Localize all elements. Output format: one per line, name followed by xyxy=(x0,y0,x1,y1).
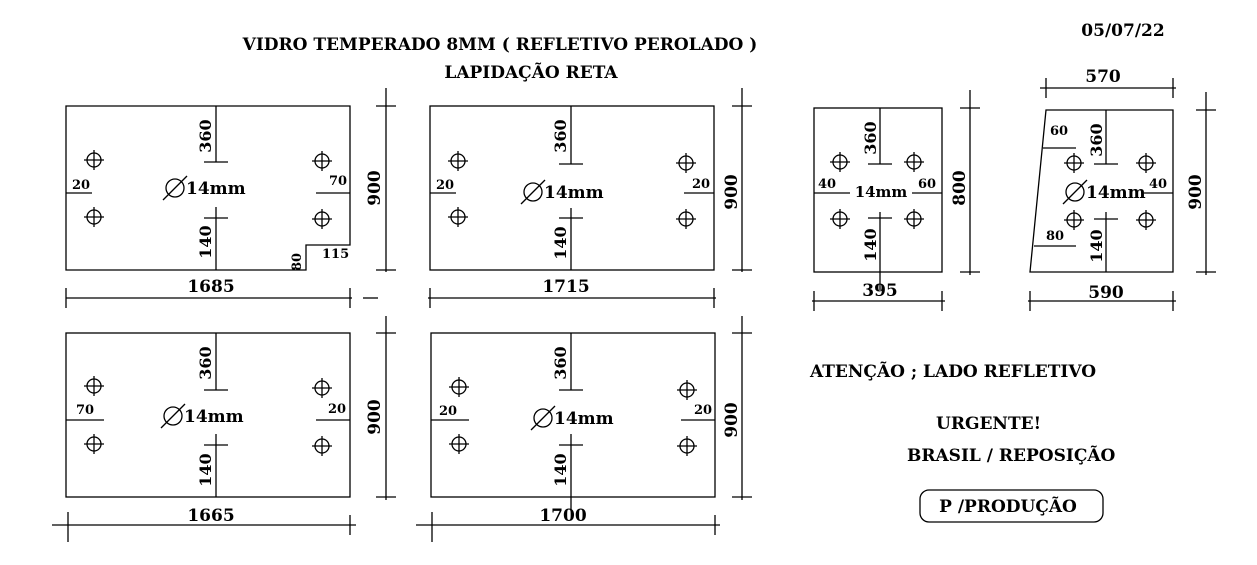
right-offset-label: 20 xyxy=(694,403,712,418)
right-offset-label: 60 xyxy=(918,177,936,192)
notch-width-label: 115 xyxy=(322,247,349,262)
right-offset-label: 70 xyxy=(329,174,347,189)
hole-marker xyxy=(84,207,104,227)
hole-marker xyxy=(830,152,850,172)
glass-outline xyxy=(429,105,715,271)
panel-1715x900: 360 140 14mm 20 20 1715 900 xyxy=(428,88,752,308)
left-offset-label: 20 xyxy=(436,178,454,193)
panel-1665x900: 360 140 14mm 70 20 1665 900 xyxy=(52,316,396,542)
hole-diameter-label: 14mm xyxy=(544,183,604,203)
dim-bottom-label: 140 xyxy=(196,453,215,486)
hole-marker xyxy=(676,153,696,173)
hole-marker xyxy=(677,436,697,456)
hole-diameter-label: 14mm xyxy=(184,407,244,427)
hole-marker xyxy=(84,376,104,396)
dim-bottom-label: 140 xyxy=(1087,229,1106,262)
height-label: 900 xyxy=(722,174,742,210)
dim-bottom-label: 140 xyxy=(551,453,570,486)
origin-note: BRASIL / REPOSIÇÃO xyxy=(907,444,1116,466)
width-label: 1685 xyxy=(187,277,234,297)
hole-marker xyxy=(904,152,924,172)
hole-marker xyxy=(676,209,696,229)
glass-outline xyxy=(813,107,943,273)
panel-590x900-trapezoid: 360 140 14mm 60 40 80 570 590 900 xyxy=(1028,67,1216,311)
dim-top-label: 360 xyxy=(196,346,215,379)
notch-height-label: 80 xyxy=(290,253,305,271)
diameter-icon xyxy=(165,178,185,198)
diameter-icon xyxy=(533,408,553,428)
hole-marker xyxy=(449,434,469,454)
glass-outline xyxy=(65,332,351,498)
dim-top-label: 360 xyxy=(551,119,570,152)
right-offset-label: 40 xyxy=(1149,177,1167,192)
production-note: P /PRODUÇÃO xyxy=(939,495,1077,517)
hole-marker xyxy=(449,377,469,397)
diameter-icon xyxy=(523,182,543,202)
left-offset-label: 20 xyxy=(72,178,90,193)
glass-outline xyxy=(430,332,716,498)
dim-bottom-label: 140 xyxy=(551,226,570,259)
height-label: 900 xyxy=(1186,174,1206,210)
hole-marker xyxy=(312,209,332,229)
dim-top-label: 360 xyxy=(861,121,880,154)
hole-marker xyxy=(312,378,332,398)
hole-marker xyxy=(1064,153,1084,173)
height-label: 900 xyxy=(365,399,385,435)
height-label: 900 xyxy=(722,402,742,438)
hole-diameter-label: 14mm xyxy=(554,409,614,429)
drawing-date: 05/07/22 xyxy=(1081,21,1164,41)
hole-diameter-label: 14mm xyxy=(1086,183,1146,203)
hole-marker xyxy=(312,151,332,171)
drawing-subtitle: LAPIDAÇÃO RETA xyxy=(444,61,618,83)
height-label: 900 xyxy=(365,170,385,206)
panel-1685x900: 360 140 14mm 20 70 115 80 1685 900 xyxy=(65,88,396,308)
left-offset-label: 20 xyxy=(439,404,457,419)
width-label: 590 xyxy=(1088,283,1124,303)
left-offset-low-label: 80 xyxy=(1046,229,1064,244)
top-width-label: 570 xyxy=(1085,67,1121,87)
right-offset-label: 20 xyxy=(692,177,710,192)
glass-outline xyxy=(1029,109,1174,273)
hole-diameter-label: 14mm xyxy=(186,179,246,199)
hole-marker xyxy=(677,380,697,400)
hole-diameter-label: 14mm xyxy=(855,183,908,201)
attention-note: ATENÇÃO ; LADO REFLETIVO xyxy=(809,360,1096,382)
dim-top-label: 360 xyxy=(196,119,215,152)
width-label: 1700 xyxy=(539,506,586,526)
production-stamp-frame xyxy=(919,489,1104,523)
urgent-note: URGENTE! xyxy=(936,414,1041,434)
left-offset-label: 40 xyxy=(818,177,836,192)
diameter-icon xyxy=(1065,182,1085,202)
dim-top-label: 360 xyxy=(551,346,570,379)
dim-bottom-label: 140 xyxy=(861,228,880,261)
hole-marker xyxy=(312,436,332,456)
hole-marker xyxy=(448,207,468,227)
left-offset-label: 70 xyxy=(76,403,94,418)
hole-marker xyxy=(904,209,924,229)
hole-marker xyxy=(1064,210,1084,230)
width-label: 1665 xyxy=(187,506,234,526)
panel-1700x900: 360 140 14mm 20 20 1700 900 xyxy=(416,316,752,542)
width-label: 395 xyxy=(862,281,898,301)
panel-395x800: 360 140 14mm 40 60 395 800 xyxy=(812,90,980,311)
dim-bottom-label: 140 xyxy=(196,225,215,258)
hole-marker xyxy=(84,434,104,454)
height-label: 800 xyxy=(950,170,970,206)
glass-outline xyxy=(65,105,351,271)
left-offset-label: 60 xyxy=(1050,124,1068,139)
width-label: 1715 xyxy=(542,277,589,297)
hole-marker xyxy=(1136,153,1156,173)
drawing-title: VIDRO TEMPERADO 8MM ( REFLETIVO PEROLADO… xyxy=(242,35,758,55)
hole-marker xyxy=(448,151,468,171)
right-offset-label: 20 xyxy=(328,402,346,417)
dim-top-label: 360 xyxy=(1087,123,1106,156)
hole-marker xyxy=(1136,210,1156,230)
diameter-icon xyxy=(163,406,183,426)
hole-marker xyxy=(830,209,850,229)
hole-marker xyxy=(84,150,104,170)
